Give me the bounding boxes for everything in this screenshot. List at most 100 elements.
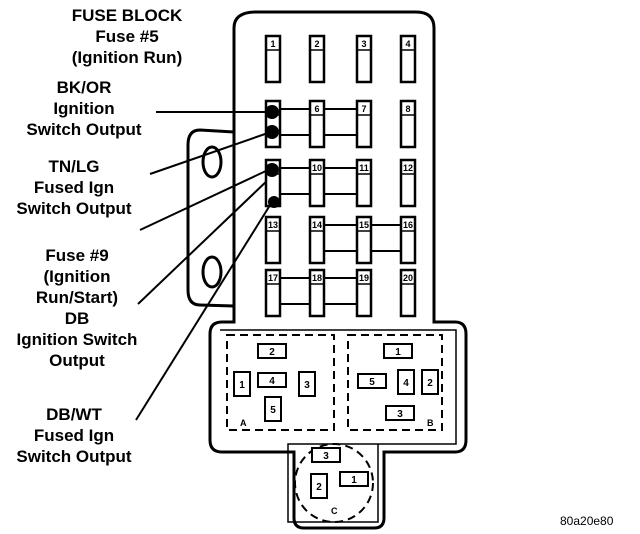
mounting-ear [186, 128, 235, 308]
relay-block-b-letter: B [427, 418, 434, 428]
fuse-cavity: 4 [399, 34, 417, 84]
fuse-cavity: 19 [355, 268, 373, 318]
relay-terminal: 2 [257, 343, 287, 359]
relay-number: 2 [427, 378, 433, 389]
relay-terminal: 1 [233, 371, 251, 397]
callout-line: DB/WT [46, 405, 102, 424]
callout-line: Switch Output [26, 120, 142, 139]
callout-line: Fused Ign [33, 178, 115, 197]
relay-block-a-frame [226, 334, 335, 431]
fuse-cavity: 15 [355, 215, 373, 265]
terminal-dot [265, 163, 279, 177]
callout-line: Switch Output [16, 447, 132, 466]
relay-block-b-frame [347, 334, 443, 431]
fuse-number: 6 [314, 104, 319, 114]
terminal-dot [268, 196, 280, 208]
relay-block-a-letter: A [240, 418, 247, 428]
leader-tn-lg [139, 169, 269, 231]
fuse-cavity: 10 [308, 158, 326, 208]
relay-c-frame [294, 443, 374, 523]
fuse-cavity: 16 [399, 215, 417, 265]
callout-line: FUSE BLOCK [71, 6, 183, 25]
relay-number: 1 [239, 380, 245, 391]
relay-terminal: 5 [264, 396, 282, 422]
leader-bk-or [149, 132, 269, 175]
mounting-hole-upper [201, 145, 223, 179]
relay-terminal: 3 [385, 405, 415, 421]
relay-terminal: 2 [310, 473, 328, 499]
fuse-number: 15 [359, 220, 369, 230]
fuse-number: 11 [359, 163, 369, 173]
fuse-cavity: 6 [308, 99, 326, 149]
fuse-number: 4 [405, 39, 410, 49]
callout-line: (Ignition Run) [71, 48, 183, 67]
callout-line: Switch Output [16, 199, 132, 218]
fuse-number: 10 [312, 163, 322, 173]
relay-terminal: 3 [311, 447, 341, 463]
relay-number: 5 [270, 405, 276, 416]
callout-line: Fuse #9 [45, 246, 109, 265]
relay-number: 1 [351, 475, 357, 486]
fuse-cavity: 20 [399, 268, 417, 318]
housing-outline [208, 10, 468, 530]
relay-terminal: 5 [357, 373, 387, 389]
fuse-number: 2 [314, 39, 319, 49]
relay-number: 3 [323, 451, 329, 462]
fuse-cavity: 2 [308, 34, 326, 84]
fuse-cavity: 8 [399, 99, 417, 149]
fuse-number: 17 [268, 273, 278, 283]
relay-terminal: 2 [421, 369, 439, 395]
callout-line: (Ignition [43, 267, 111, 286]
fuse-number: 8 [405, 104, 410, 114]
fuse-cavity: 7 [355, 99, 373, 149]
callout-line: Run/Start) [35, 288, 119, 307]
terminal-dot [265, 125, 279, 139]
fuse-number: 3 [361, 39, 366, 49]
relay-terminal: 3 [298, 371, 316, 397]
relay-number: 1 [395, 347, 401, 358]
relay-terminal: 4 [257, 372, 287, 388]
fuse-cavity: 13 [264, 215, 282, 265]
relay-terminal: 1 [383, 343, 413, 359]
relay-c-letter: C [331, 506, 338, 516]
fuse-number: 12 [403, 163, 413, 173]
fuse-cavity: 1 [264, 34, 282, 84]
callout-line: Fused Ign [33, 426, 115, 445]
fuse-number: 18 [312, 273, 322, 283]
callout-bk-or: BK/OR Ignition Switch Output [14, 77, 154, 140]
fuse-number: 16 [403, 220, 413, 230]
fuse-number: 1 [270, 39, 275, 49]
fuse-cavity: 11 [355, 158, 373, 208]
fuse-number: 19 [359, 273, 369, 283]
fuse-number: 7 [361, 104, 366, 114]
callout-fuse-9: Fuse #9 (Ignition Run/Start) DB Ignition… [2, 245, 152, 371]
callout-line: DB [64, 309, 90, 328]
relay-number: 4 [403, 378, 409, 389]
callout-tn-lg: TN/LG Fused Ign Switch Output [6, 156, 142, 219]
leader-db-wt [135, 201, 273, 421]
fuse-cavity: 14 [308, 215, 326, 265]
fuse-cavity: 3 [355, 34, 373, 84]
callout-fuse-block: FUSE BLOCK Fuse #5 (Ignition Run) [52, 5, 202, 68]
fuse-number: 13 [268, 220, 278, 230]
fuse-cavity: 18 [308, 268, 326, 318]
callout-line: Output [49, 351, 105, 370]
relay-number: 2 [316, 482, 322, 493]
fuse-cavity: 12 [399, 158, 417, 208]
relay-terminal: 4 [397, 369, 415, 395]
relay-number: 2 [269, 347, 275, 358]
callout-db-wt: DB/WT Fused Ign Switch Output [4, 404, 144, 467]
mounting-hole-lower [201, 255, 223, 289]
figure-reference: 80a20e80 [560, 514, 614, 528]
fuse-number: 14 [312, 220, 322, 230]
fuse-cavity: 17 [264, 268, 282, 318]
callout-line: TN/LG [48, 157, 100, 176]
callout-line: BK/OR [56, 78, 112, 97]
relay-terminal: 1 [339, 471, 369, 487]
callout-line: Ignition Switch [16, 330, 138, 349]
relay-number: 4 [269, 376, 275, 387]
callout-line: Fuse #5 [95, 27, 159, 46]
fuse-number: 20 [403, 273, 413, 283]
